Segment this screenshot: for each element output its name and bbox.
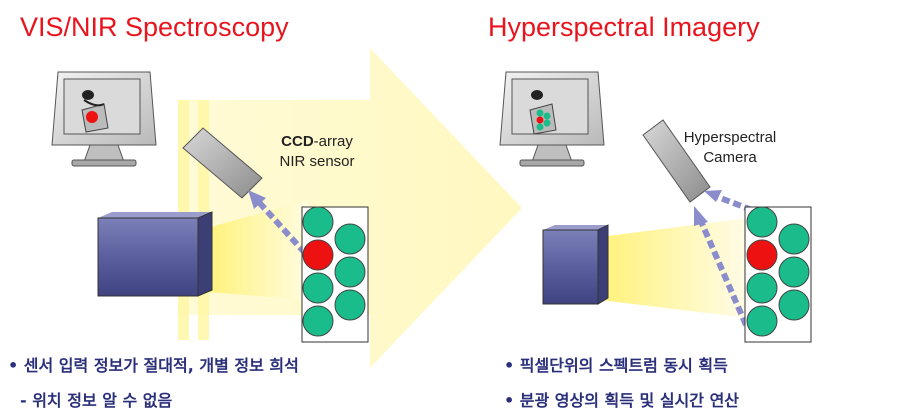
sensor-label-bold: CCD <box>281 133 314 150</box>
right-title: Hyperspectral Imagery <box>488 12 760 42</box>
left-title: VIS/NIR Spectroscopy <box>20 12 289 42</box>
camera-label-line1: Hyperspectral <box>683 129 777 146</box>
right-bullet-2: • 분광 영상의 획득 및 실시간 연산 <box>504 391 740 410</box>
dashed-arrow <box>253 196 308 256</box>
left-bullet-1: • 센서 입력 정보가 절대적, 개별 정보 희석 <box>8 356 299 375</box>
nir-sensor <box>182 127 263 199</box>
light-beam <box>207 200 308 300</box>
sample-grid-right <box>744 206 812 343</box>
left-bullet-2: - 위치 정보 알 수 없음 <box>20 391 173 410</box>
light-beam <box>600 218 748 318</box>
dashed-arrow <box>697 217 749 327</box>
sensor-label-rest: -array <box>313 133 353 150</box>
monitor-right <box>499 71 605 167</box>
sensor-label: CCD-array NIR sensor <box>262 132 372 172</box>
monitor-left <box>51 71 157 167</box>
sample-grid-left <box>301 206 369 343</box>
projector <box>97 211 213 297</box>
hyperspectral-camera <box>642 119 711 203</box>
camera-label: Hyperspectral Camera <box>680 128 780 168</box>
camera-label-line2: Camera <box>703 149 757 166</box>
projector <box>542 224 609 305</box>
sensor-label-line2: NIR sensor <box>279 153 355 170</box>
right-bullet-1: • 픽셀단위의 스펙트럼 동시 획득 <box>504 356 728 375</box>
